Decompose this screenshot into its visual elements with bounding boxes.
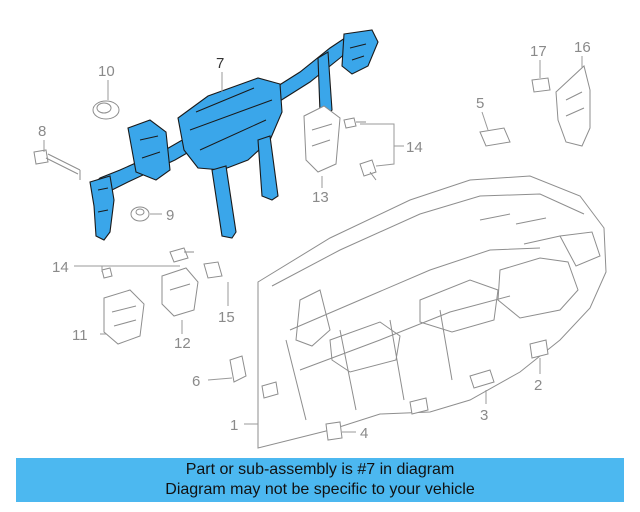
callout-13: 13 xyxy=(312,189,329,206)
callout-16: 16 xyxy=(574,39,591,56)
callout-14-upper: 14 xyxy=(406,139,423,156)
part-1-instrument-panel[interactable] xyxy=(257,175,607,449)
part-17-clip[interactable] xyxy=(531,77,551,93)
callout-11: 11 xyxy=(72,327,88,344)
part-4-clip[interactable] xyxy=(325,421,343,441)
callout-4: 4 xyxy=(360,425,368,442)
part-8-bolt[interactable] xyxy=(33,149,81,180)
callout-7: 7 xyxy=(216,55,224,72)
callout-15: 15 xyxy=(218,309,235,326)
parts-diagram: 7 8 10 9 5 17 16 13 14 14 11 12 15 6 1 4… xyxy=(33,29,607,449)
part-15-clip[interactable] xyxy=(203,261,223,279)
leader-lines xyxy=(43,56,583,433)
callout-14-lower: 14 xyxy=(52,259,69,276)
callout-2: 2 xyxy=(534,377,542,394)
callout-5: 5 xyxy=(476,95,484,112)
callout-9: 9 xyxy=(166,207,174,224)
part-14-screws-upper[interactable] xyxy=(343,117,377,181)
part-3-clip[interactable] xyxy=(469,369,495,389)
part-14-screws-lower[interactable] xyxy=(101,247,194,279)
banner-line-1: Part or sub-assembly is #7 in diagram xyxy=(185,461,455,478)
callout-6: 6 xyxy=(192,373,200,390)
callouts: 7 8 10 9 5 17 16 13 14 14 11 12 15 6 1 4… xyxy=(38,39,591,442)
callout-10: 10 xyxy=(98,63,115,80)
part-10-knob[interactable] xyxy=(92,100,120,120)
callout-8: 8 xyxy=(38,123,46,140)
part-9-nut[interactable] xyxy=(130,206,150,222)
part-16-panel[interactable] xyxy=(555,65,591,147)
banner-line-2: Diagram may not be specific to your vehi… xyxy=(165,481,475,498)
part-5-clip[interactable] xyxy=(479,127,511,147)
callout-3: 3 xyxy=(480,407,488,424)
callout-17: 17 xyxy=(530,43,547,60)
part-2-clip[interactable] xyxy=(529,339,549,359)
part-13-bracket[interactable] xyxy=(303,105,341,173)
info-banner: Part or sub-assembly is #7 in diagram Di… xyxy=(16,458,624,502)
part-11-bracket[interactable] xyxy=(103,289,145,345)
callout-1: 1 xyxy=(230,417,238,434)
part-6-clip[interactable] xyxy=(229,355,247,383)
misc-clips xyxy=(261,381,429,415)
part-12-bracket[interactable] xyxy=(161,267,199,317)
callout-12: 12 xyxy=(174,335,191,352)
